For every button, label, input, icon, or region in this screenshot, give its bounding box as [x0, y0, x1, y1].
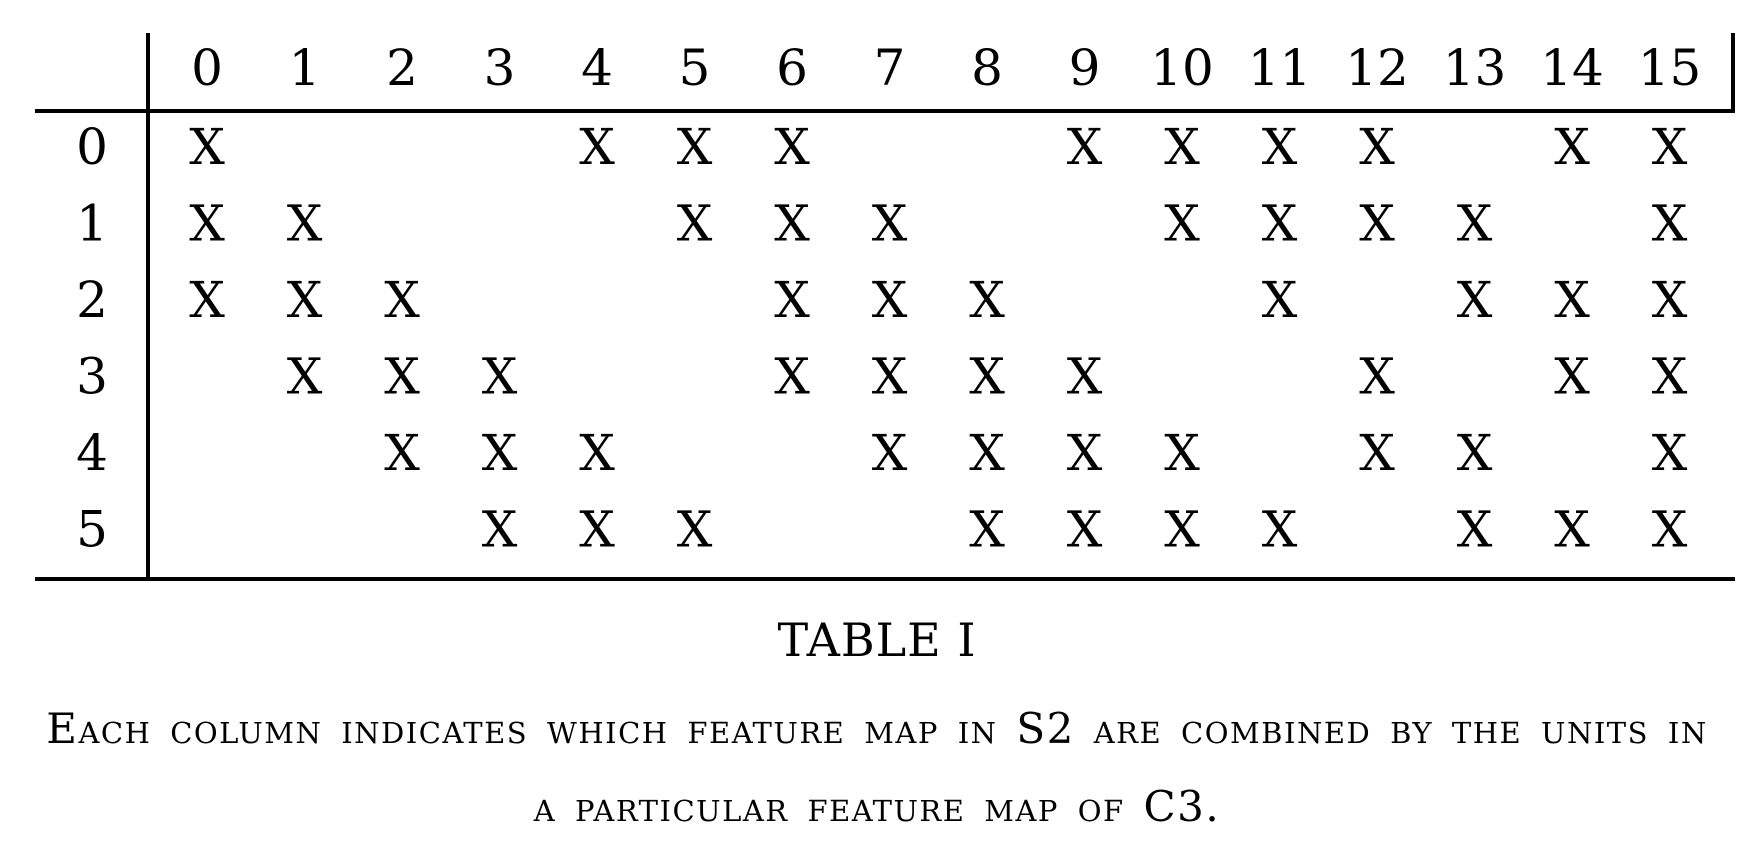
cell-mark-r4-c15: X	[1652, 424, 1688, 482]
column-header-5: 5	[679, 39, 711, 97]
cell-mark-r3-c12: X	[1359, 348, 1395, 406]
cell-mark-r2-c6: X	[774, 271, 810, 329]
column-header-6: 6	[776, 39, 808, 97]
cell-mark-r5-c8: X	[969, 501, 1005, 559]
cell-mark-r0-c9: X	[1067, 118, 1103, 176]
cell-mark-r3-c6: X	[774, 348, 810, 406]
column-header-9: 9	[1069, 39, 1101, 97]
column-header-13: 13	[1443, 39, 1507, 97]
cell-mark-r5-c4: X	[579, 501, 615, 559]
cell-mark-r1-c1: X	[287, 195, 323, 253]
cell-mark-r1-c0: X	[189, 195, 225, 253]
cell-mark-r0-c12: X	[1359, 118, 1395, 176]
row-header-1: 1	[76, 195, 108, 253]
row-header-3: 3	[76, 348, 108, 406]
cell-mark-r4-c8: X	[969, 424, 1005, 482]
column-header-12: 12	[1345, 39, 1409, 97]
cell-mark-r5-c11: X	[1262, 501, 1298, 559]
cell-mark-r5-c10: X	[1164, 501, 1200, 559]
row-header-5: 5	[76, 501, 108, 559]
cell-mark-r2-c7: X	[872, 271, 908, 329]
cell-mark-r2-c11: X	[1262, 271, 1298, 329]
cell-mark-r4-c10: X	[1164, 424, 1200, 482]
cell-mark-r2-c14: X	[1554, 271, 1590, 329]
cell-mark-r0-c10: X	[1164, 118, 1200, 176]
cell-mark-r1-c13: X	[1457, 195, 1493, 253]
column-header-4: 4	[581, 39, 613, 97]
column-header-1: 1	[289, 39, 321, 97]
cell-mark-r0-c6: X	[774, 118, 810, 176]
cell-mark-r1-c11: X	[1262, 195, 1298, 253]
cell-mark-r3-c1: X	[287, 348, 323, 406]
cell-mark-r3-c9: X	[1067, 348, 1103, 406]
cell-mark-r4-c12: X	[1359, 424, 1395, 482]
cell-mark-r3-c14: X	[1554, 348, 1590, 406]
cell-mark-r3-c2: X	[384, 348, 420, 406]
column-header-11: 11	[1248, 39, 1312, 97]
column-header-3: 3	[484, 39, 516, 97]
cell-mark-r0-c11: X	[1262, 118, 1298, 176]
cell-mark-r5-c3: X	[482, 501, 518, 559]
cell-mark-r1-c7: X	[872, 195, 908, 253]
cell-mark-r2-c13: X	[1457, 271, 1493, 329]
row-header-4: 4	[76, 424, 108, 482]
cell-mark-r4-c3: X	[482, 424, 518, 482]
cell-mark-r1-c5: X	[677, 195, 713, 253]
cell-mark-r2-c1: X	[287, 271, 323, 329]
row-header-0: 0	[76, 118, 108, 176]
cell-mark-r3-c3: X	[482, 348, 518, 406]
cell-mark-r0-c15: X	[1652, 118, 1688, 176]
cell-mark-r5-c13: X	[1457, 501, 1493, 559]
column-header-8: 8	[971, 39, 1003, 97]
cell-mark-r5-c14: X	[1554, 501, 1590, 559]
cell-mark-r0-c14: X	[1554, 118, 1590, 176]
cell-mark-r0-c0: X	[189, 118, 225, 176]
cell-mark-r5-c15: X	[1652, 501, 1688, 559]
column-header-14: 14	[1540, 39, 1604, 97]
cell-mark-r4-c7: X	[872, 424, 908, 482]
cell-mark-r2-c15: X	[1652, 271, 1688, 329]
row-header-2: 2	[76, 271, 108, 329]
cell-mark-r1-c12: X	[1359, 195, 1395, 253]
cell-mark-r4-c2: X	[384, 424, 420, 482]
cell-mark-r5-c9: X	[1067, 501, 1103, 559]
table-caption: Each column indicates which feature map …	[46, 704, 1708, 831]
column-header-15: 15	[1638, 39, 1702, 97]
cell-mark-r1-c15: X	[1652, 195, 1688, 253]
cell-mark-r1-c10: X	[1164, 195, 1200, 253]
cell-mark-r2-c2: X	[384, 271, 420, 329]
cell-mark-r0-c4: X	[579, 118, 615, 176]
column-header-10: 10	[1150, 39, 1214, 97]
cell-mark-r4-c4: X	[579, 424, 615, 482]
cell-mark-r0-c5: X	[677, 118, 713, 176]
column-header-2: 2	[386, 39, 418, 97]
cell-mark-r1-c6: X	[774, 195, 810, 253]
cell-mark-r4-c9: X	[1067, 424, 1103, 482]
cell-mark-r2-c0: X	[189, 271, 225, 329]
column-header-0: 0	[191, 39, 223, 97]
column-header-7: 7	[874, 39, 906, 97]
cell-mark-r5-c5: X	[677, 501, 713, 559]
cell-mark-r4-c13: X	[1457, 424, 1493, 482]
cell-mark-r3-c8: X	[969, 348, 1005, 406]
cell-mark-r2-c8: X	[969, 271, 1005, 329]
table-title: TABLE I	[777, 613, 977, 667]
cell-mark-r3-c15: X	[1652, 348, 1688, 406]
cell-mark-r3-c7: X	[872, 348, 908, 406]
